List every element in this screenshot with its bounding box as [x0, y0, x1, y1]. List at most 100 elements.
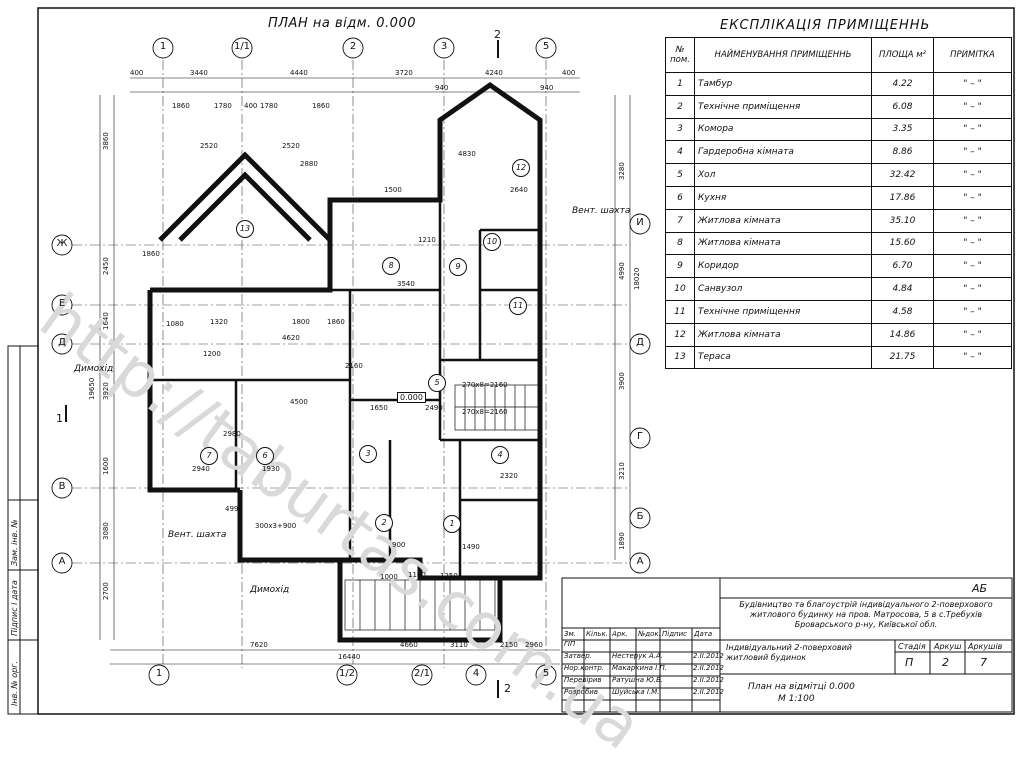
dimension-misc: 1860: [327, 318, 345, 326]
explication-cell-area: 21.75: [871, 345, 934, 370]
explication-cell-note: " – ": [933, 322, 1012, 347]
dimension-misc: 4830: [458, 150, 476, 158]
dimension-bottom: 7620: [250, 641, 268, 649]
explication-cell-num: 3: [665, 117, 695, 142]
stamp-object: Індивідуальний 2-поверховий житловий буд…: [726, 643, 852, 662]
stamp-project: Будівництво та благоустрій індивідуально…: [739, 600, 993, 629]
dimension-misc: 2640: [510, 186, 528, 194]
explication-header-name: НАЙМЕНУВАННЯ ПРИМІЩЕННЬ: [694, 37, 872, 73]
stamp-header-cell: Кільк.: [586, 630, 608, 638]
axis-label-top: 2: [349, 41, 357, 52]
dimension-misc: 1860: [172, 102, 190, 110]
dimension-misc: 1000: [380, 573, 398, 581]
axis-label-top: 1/1: [233, 41, 251, 52]
stamp-role-date: 2.II.2012: [693, 688, 724, 696]
axis-label-left: Е: [58, 298, 66, 309]
dimension-misc: 1780: [260, 102, 278, 110]
section-mark-top: 2: [494, 28, 501, 41]
explication-cell-name: Тераса: [694, 345, 872, 370]
stamp-header-cell: Зм.: [564, 630, 576, 638]
axis-label-bottom: 1: [155, 668, 163, 679]
explication-cell-area: 15.60: [871, 231, 934, 256]
stamp-code: АБ: [972, 582, 988, 595]
explication-cell-note: " – ": [933, 345, 1012, 370]
stamp-role-name: Макаркина І.П.: [612, 664, 667, 672]
explication-cell-note: " – ": [933, 94, 1012, 119]
dimension-misc: 1860: [142, 250, 160, 258]
stamp-header-cell: Підпис: [662, 630, 688, 638]
axis-label-bottom: 2/1: [413, 668, 431, 679]
side-stamp-sign-date: Підпис і дата: [10, 580, 19, 636]
explication-cell-num: 8: [665, 231, 695, 256]
room-number: 10: [483, 233, 501, 251]
dimension-misc: 2320: [500, 472, 518, 480]
axis-label-bottom: 5: [542, 668, 550, 679]
room-number: 8: [382, 257, 400, 275]
dimension-bottom: 2150: [500, 641, 518, 649]
dimension-top: 400: [130, 69, 144, 77]
dimension-misc: 2520: [282, 142, 300, 150]
dimension-misc: 1160: [408, 571, 426, 579]
axis-label-top: 1: [159, 41, 167, 52]
axis-label-right: Б: [636, 511, 644, 522]
explication-cell-note: " – ": [933, 299, 1012, 324]
dimension-misc: 2880: [300, 160, 318, 168]
axis-label-right: А: [636, 556, 644, 567]
dimension-left: 1640: [102, 312, 110, 330]
explication-cell-num: 1: [665, 72, 695, 96]
explication-header-num: № пом.: [665, 37, 695, 73]
explication-cell-name: Житлова кімната: [694, 231, 872, 256]
explication-cell-num: 13: [665, 345, 695, 370]
explication-cell-num: 5: [665, 163, 695, 187]
dimension-left: 1600: [102, 457, 110, 475]
dimension-bottom-total: 16440: [338, 653, 361, 661]
side-stamp-replaced-inv: Зам. інв. №: [10, 519, 19, 566]
title-block: АБ Будівництво та благоустрій індивідуал…: [562, 578, 1012, 712]
explication-cell-area: 14.86: [871, 322, 934, 347]
dimension-misc: 900: [392, 541, 406, 549]
explication-cell-name: Коридор: [694, 254, 872, 279]
axis-label-right: Д: [636, 337, 644, 348]
dimension-right: 1890: [618, 532, 626, 550]
explication-header-area: ПЛОЩА м²: [871, 37, 934, 73]
dimension-misc: 1210: [418, 236, 436, 244]
dimension-right: 3280: [618, 162, 626, 180]
explication-title: ЕКСПЛІКАЦІЯ ПРИМІЩЕННЬ: [720, 18, 931, 33]
explication-cell-area: 4.58: [871, 299, 934, 324]
explication-cell-area: 35.10: [871, 208, 934, 233]
stamp-stage-label: Стадія: [898, 642, 926, 651]
explication-cell-note: " – ": [933, 208, 1012, 233]
room-number: 4: [491, 446, 509, 464]
explication-cell-note: " – ": [933, 140, 1012, 165]
stair-flight-1: 270х8=2160: [462, 381, 508, 389]
dimension-misc: 1500: [384, 186, 402, 194]
dimension-misc: 1080: [166, 320, 184, 328]
explication-cell-name: Житлова кімната: [694, 208, 872, 233]
stamp-role-date: 2.II.2012: [693, 664, 724, 672]
room-number: 5: [428, 374, 446, 392]
room-number: 12: [512, 159, 530, 177]
vent-shaft-label-bottom: Вент. шахта: [168, 530, 227, 540]
dimension-bottom: 4660: [400, 641, 418, 649]
explication-cell-area: 3.35: [871, 117, 934, 142]
dimension-misc: 2940: [192, 465, 210, 473]
dimension-top: 4240: [485, 69, 503, 77]
stamp-role-name: Нестерук А.А.: [612, 652, 663, 660]
dimension-misc: 940: [435, 84, 449, 92]
dimension-misc: 1800: [292, 318, 310, 326]
explication-cell-num: 12: [665, 322, 695, 347]
explication-cell-note: " – ": [933, 277, 1012, 301]
explication-cell-num: 4: [665, 140, 695, 165]
dimension-top: 400: [562, 69, 576, 77]
dimension-right: 3900: [618, 372, 626, 390]
stamp-header-cell: Арк.: [612, 630, 628, 638]
dimension-misc: 1930: [262, 465, 280, 473]
dimension-misc: 1200: [203, 350, 221, 358]
explication-table: № пом. НАЙМЕНУВАННЯ ПРИМІЩЕННЬ ПЛОЩА м² …: [665, 37, 1012, 370]
explication-cell-note: " – ": [933, 254, 1012, 279]
dimension-bottom: 2960: [525, 641, 543, 649]
section-mark-bottom: 2: [504, 682, 511, 695]
